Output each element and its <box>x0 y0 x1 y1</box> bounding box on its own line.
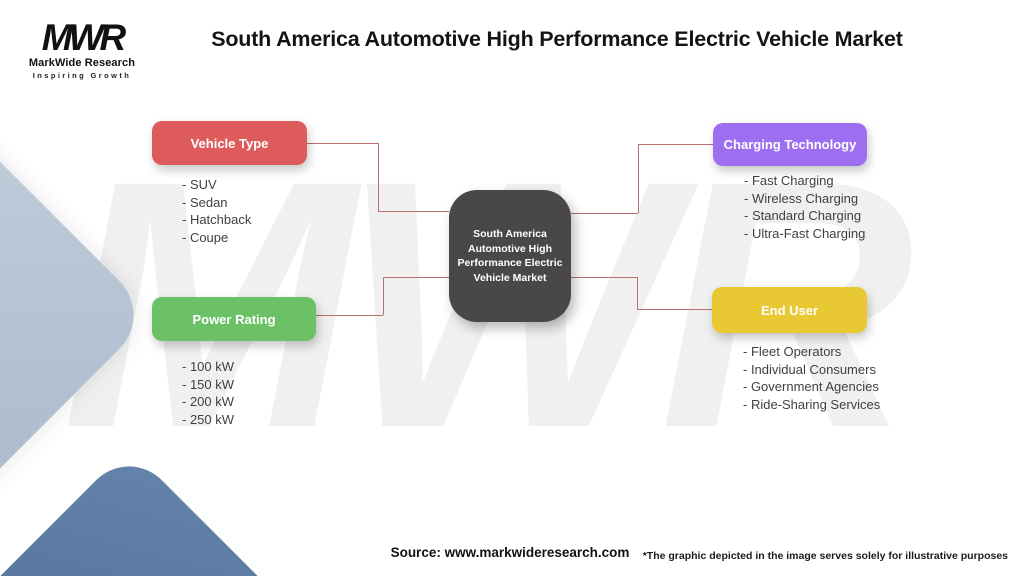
list-item: - SUV <box>182 177 217 192</box>
category-items-vehicle-type: - SUV - Sedan - Hatchback - Coupe <box>182 176 251 246</box>
connector-line <box>316 315 383 316</box>
list-item: - Wireless Charging <box>744 190 859 206</box>
connector-line <box>638 144 639 213</box>
list-item: - Sedan <box>182 194 228 210</box>
category-header-end-user: End User <box>712 287 867 333</box>
list-item: - Coupe <box>182 229 229 245</box>
connector-line <box>571 277 637 278</box>
list-item: - Ride-Sharing Services <box>743 396 881 412</box>
connector-line <box>378 211 449 212</box>
category-header-charging-technology: Charging Technology <box>713 123 867 166</box>
logo-tagline: Inspiring Growth <box>32 71 132 80</box>
list-item: South America <box>473 228 547 240</box>
list-item: - Fast Charging <box>744 173 834 188</box>
category-header-vehicle-type: Vehicle Type <box>152 121 307 165</box>
category-items-end-user: - Fleet Operators - Individual Consumers -… <box>743 343 880 413</box>
markwide-research-logo: MWR MarkWide Research Inspiring Growth <box>22 17 142 80</box>
list-item: - Ultra-Fast Charging <box>744 225 866 241</box>
list-item: - 200 kW <box>182 394 235 409</box>
logo-company-name: MarkWide Research <box>28 57 136 69</box>
list-item: - Government Agencies <box>743 379 879 394</box>
category-header-power-rating: Power Rating <box>152 297 316 341</box>
list-item: - Fleet Operators <box>743 344 842 359</box>
disclaimer-text: *The graphic depicted in the image serve… <box>642 550 1008 562</box>
list-item: - Hatchback <box>182 212 252 227</box>
category-items-charging-technology: - Fast Charging - Wireless Charging - Stan… <box>744 172 865 242</box>
list-item: - 100 kW <box>182 359 235 374</box>
connector-line <box>307 143 378 144</box>
connector-line <box>637 309 712 310</box>
connector-line <box>571 213 638 214</box>
list-item: - 250 kW <box>182 411 235 427</box>
connector-line <box>637 277 638 309</box>
list-item: Automotive High <box>468 242 552 255</box>
list-item: Vehicle Market <box>473 271 547 284</box>
list-item: - Standard Charging <box>744 208 862 223</box>
list-item: Performance Electric <box>457 257 563 269</box>
page-title: South America Automotive High Performanc… <box>211 27 903 51</box>
connector-line <box>383 277 384 315</box>
connector-line <box>383 277 449 278</box>
list-item: - 150 kW <box>182 376 235 392</box>
connector-line <box>638 144 713 145</box>
logo-mwr-mark: MWR <box>41 17 126 58</box>
list-item: - Individual Consumers <box>743 361 876 377</box>
category-items-power-rating: - 100 kW - 150 kW - 200 kW - 250 kW <box>182 358 234 428</box>
source-text: Source: www.markwideresearch.com <box>390 545 630 560</box>
connector-line <box>378 143 379 211</box>
